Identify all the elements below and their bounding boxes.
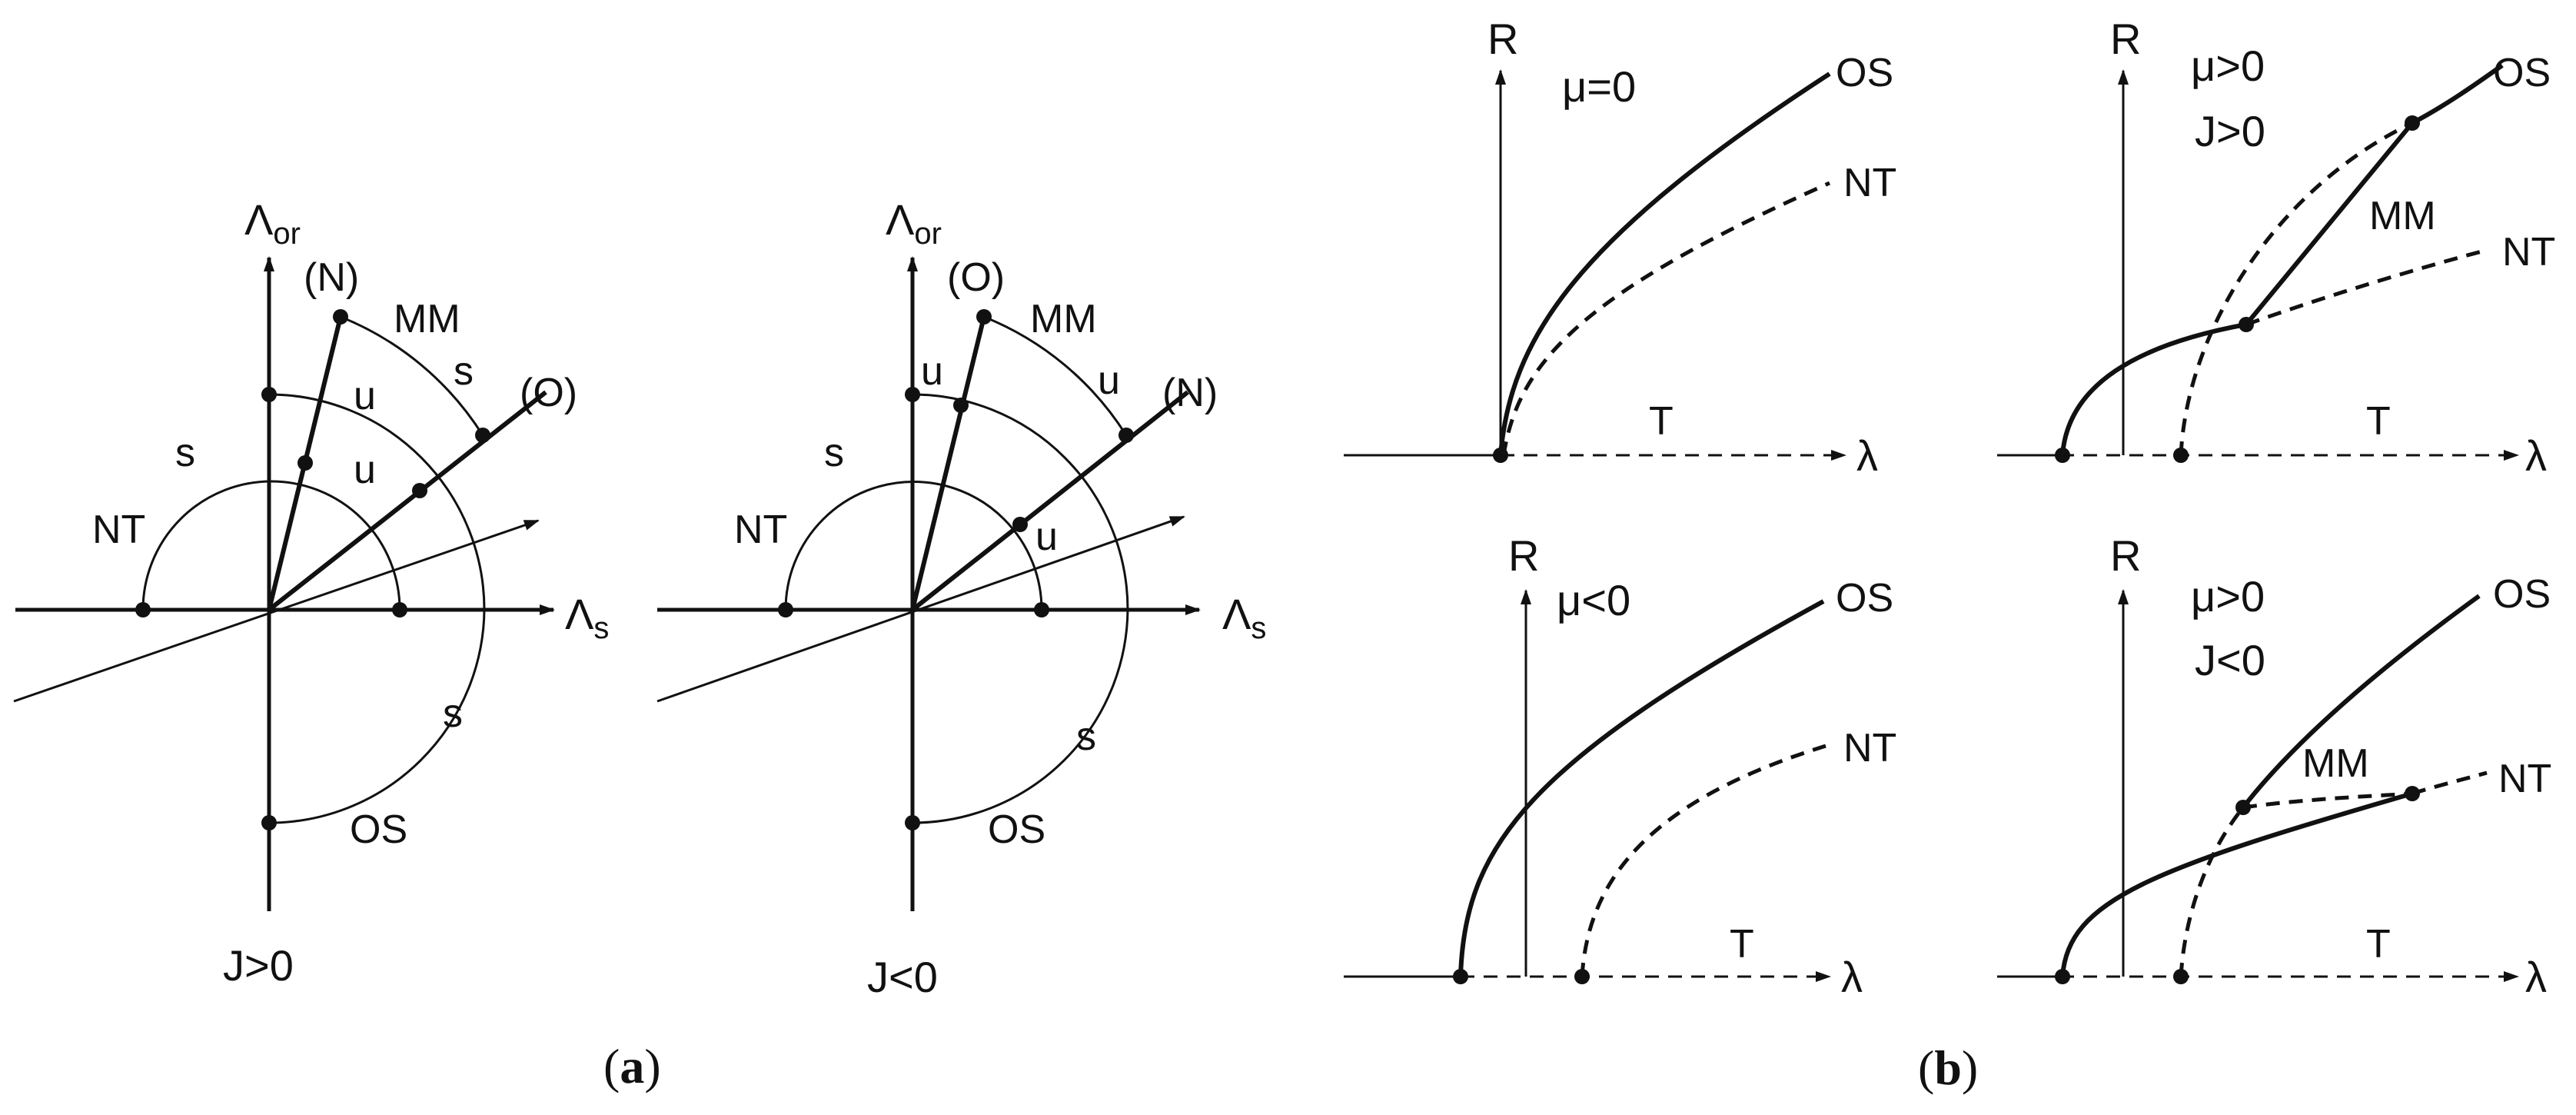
nt-label: NT — [1843, 726, 1896, 771]
mu-condition: μ>0 — [2191, 42, 2265, 90]
bifurcation-points — [1453, 969, 1590, 984]
stability-u-lower: u — [354, 448, 376, 492]
equilibrium-dots — [135, 309, 490, 830]
caption-b: (b) — [1918, 1040, 1978, 1095]
panel-b-top-right: R λ μ>0 J>0 OS NT MM T — [1997, 15, 2555, 480]
mu-condition: μ<0 — [1557, 576, 1630, 624]
nt-branch-stable — [2060, 322, 2247, 456]
j-condition: J>0 — [2195, 107, 2265, 155]
mu-condition: μ=0 — [1562, 62, 1636, 111]
arc-nt — [784, 481, 1043, 611]
stability-s-nt: s — [824, 431, 844, 475]
os-label: OS — [2493, 572, 2551, 617]
ray-n-label: (N) — [1162, 371, 1218, 415]
r-label: R — [2110, 531, 2141, 580]
panel-b-bottom-left: R λ μ<0 OS NT T — [1344, 531, 1896, 1001]
mu-condition: μ>0 — [2191, 572, 2265, 621]
nt-label: NT — [92, 508, 145, 552]
equilibrium-dots — [778, 309, 1134, 830]
nt-label: NT — [2498, 757, 2551, 801]
lambda-or-label: Λor — [244, 195, 301, 251]
panel-b-top-left: R λ μ=0 OS NT T — [1344, 15, 1896, 480]
os-branch-unstable — [2179, 806, 2245, 977]
stability-u-lower: u — [1035, 514, 1058, 559]
ray-n-label: (N) — [304, 255, 359, 300]
mm-branch — [2242, 791, 2413, 810]
bifurcation-points — [2055, 786, 2420, 984]
ray-o — [910, 316, 986, 611]
stability-u-upper: u — [921, 349, 943, 394]
os-label: OS — [1836, 576, 1893, 621]
nt-branch — [1580, 744, 1826, 977]
panel-b-bottom-right: R λ μ>0 J<0 OS NT MM T — [1997, 531, 2551, 1001]
lambda-s-label: Λs — [1222, 590, 1266, 645]
arc-os — [268, 609, 486, 824]
lambda-or-label: Λor — [886, 195, 942, 251]
lambda-s-label: Λs — [565, 590, 609, 645]
stability-u-mm: u — [1098, 358, 1120, 403]
mm-label: MM — [2302, 741, 2369, 786]
stability-s-os: s — [443, 691, 463, 736]
r-label: R — [1487, 15, 1518, 63]
t-label: T — [1730, 922, 1754, 967]
os-label: OS — [1836, 51, 1893, 95]
nt-label: NT — [734, 508, 787, 552]
nt-label: NT — [2502, 230, 2555, 275]
os-branch-unstable — [2179, 121, 2414, 456]
mm-label: MM — [2369, 194, 2436, 238]
mm-label: MM — [1030, 297, 1097, 341]
condition-label: J<0 — [867, 953, 938, 1001]
j-condition: J<0 — [2195, 636, 2265, 684]
oblique-direction — [656, 515, 1185, 703]
os-branch — [1458, 599, 1825, 977]
arc-mm — [340, 315, 484, 436]
arc-nt — [141, 480, 401, 611]
t-label: T — [1649, 399, 1674, 444]
os-branch-stable — [2241, 594, 2481, 809]
os-branch — [1498, 72, 1831, 456]
panel-a-right: Λor Λs (O) (N) MM NT OS s s u u u J<0 — [656, 195, 1266, 1001]
r-label: R — [2110, 15, 2141, 63]
arc-inner — [912, 393, 1129, 611]
ray-n — [911, 390, 1189, 612]
t-label: T — [2366, 399, 2391, 444]
os-label: OS — [2493, 51, 2551, 95]
stability-s-os: s — [1076, 714, 1096, 759]
condition-label: J>0 — [223, 941, 294, 990]
arc-inner — [268, 393, 486, 611]
stability-s-mm: s — [454, 349, 474, 394]
lambda-label: λ — [1856, 431, 1878, 480]
t-label: T — [2366, 922, 2391, 967]
lambda-label: λ — [2525, 431, 2547, 480]
os-label: OS — [350, 807, 407, 852]
lambda-label: λ — [1841, 953, 1863, 1001]
mm-branch — [2244, 121, 2415, 326]
oblique-direction — [13, 519, 540, 703]
ray-o — [268, 390, 547, 612]
nt-branch-unstable — [2411, 771, 2488, 796]
mm-label: MM — [394, 297, 460, 341]
arc-os — [912, 609, 1129, 824]
os-branch-stable — [2411, 63, 2504, 125]
arc-mm — [983, 315, 1128, 436]
panel-a-left: Λor Λs (N) (O) MM NT OS s s s u u J>0 — [13, 195, 609, 990]
ray-o-label: (O) — [947, 255, 1005, 300]
nt-branch-stable — [2060, 791, 2413, 977]
bifurcation-point — [1493, 448, 1508, 463]
os-label: OS — [988, 807, 1045, 852]
lambda-label: λ — [2525, 953, 2547, 1001]
r-label: R — [1508, 531, 1539, 580]
stability-s-nt: s — [175, 431, 195, 475]
bifurcation-points — [2055, 115, 2420, 463]
nt-branch-unstable — [2245, 248, 2485, 327]
stability-u-upper: u — [354, 374, 376, 418]
caption-a: (a) — [603, 1039, 661, 1093]
ray-o-label: (O) — [520, 371, 577, 415]
nt-label: NT — [1843, 161, 1896, 205]
